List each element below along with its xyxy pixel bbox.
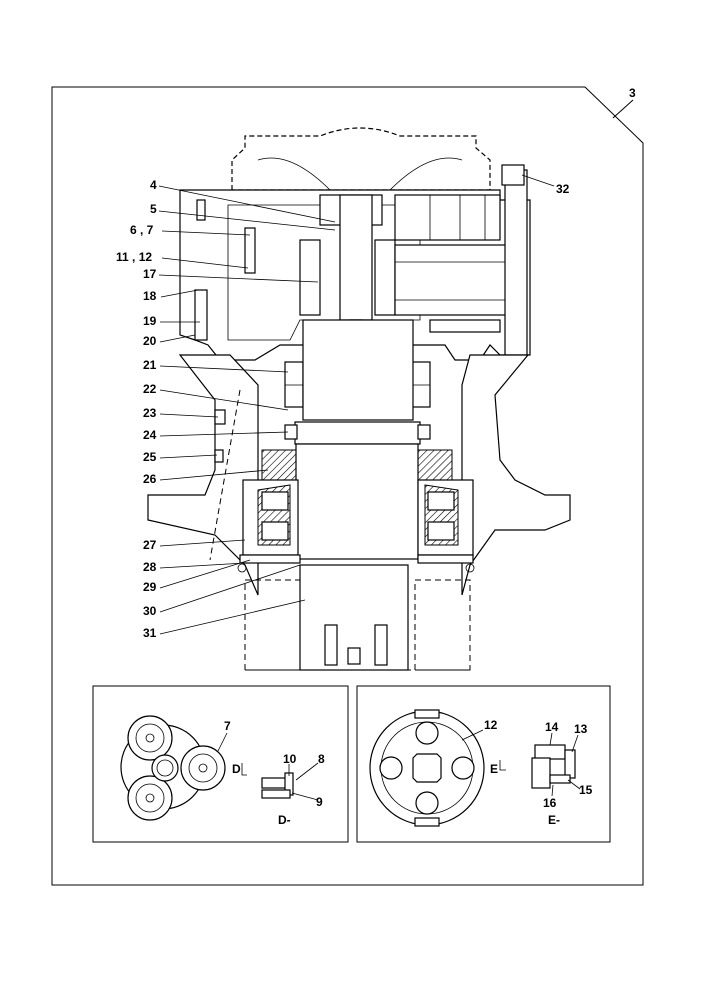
input-shaft [339,194,373,321]
main-section-view [147,127,571,671]
callout-e-13: 13 [574,722,588,736]
section-mark-e: E [490,762,498,776]
planet-3-outer [127,775,173,821]
callout-25: 25 [143,450,157,464]
callout-24: 24 [143,428,157,442]
callout-d-8: 8 [318,752,325,766]
seal-24-right [417,424,431,440]
callout-26: 26 [143,472,157,486]
plug-25 [214,449,224,463]
detail-e-panel: 12 E 14 13 15 16 E- [356,685,611,843]
callout-32: 32 [556,182,570,196]
callout-4: 4 [150,178,157,192]
callout-27: 27 [143,538,157,552]
detail-e-title: E- [548,813,560,827]
callout-d-7: 7 [224,719,231,733]
plug-32 [501,164,525,186]
callout-30: 30 [143,604,157,618]
bearing-26-right [417,449,453,481]
callout-labels: 4 5 6 , 7 11 , 12 17 18 19 20 21 22 23 2… [116,178,570,640]
bore-top [415,721,439,745]
spline-center [412,753,442,783]
callout-23: 23 [143,406,157,420]
ring-29-right [417,554,474,564]
section-mark-d: D [232,762,241,776]
roller-3 [427,491,455,511]
output-shaft-upper [302,319,414,421]
valve-body [531,757,551,789]
relief-bolt [429,319,501,333]
ring-29 [239,554,301,564]
ref-3-label: 3 [629,86,636,100]
callout-e-14: 14 [545,720,559,734]
callout-6-7: 6 , 7 [130,223,154,237]
motor-plate [504,169,528,356]
bearing-21-left [284,361,304,408]
roller-1 [261,491,289,511]
callout-29: 29 [143,580,157,594]
callout-18: 18 [143,289,157,303]
dowel-pin-1 [196,199,206,221]
callout-20: 20 [143,334,157,348]
bearing-21-right [411,361,431,408]
callout-11-12: 11 , 12 [116,250,152,264]
output-shaft-main [295,443,419,560]
bore-bottom [415,791,439,815]
callout-d-9: 10 [283,752,297,766]
output-shaft-collar [294,421,421,445]
drawing-frame [51,86,644,886]
valve-14 [534,744,566,760]
pinion-center-bolt [347,647,361,665]
pinion-lower [244,579,301,671]
callout-21: 21 [143,358,157,372]
valve-15 [549,774,571,784]
planet-gear-left [299,239,321,316]
planet-1-outer [127,715,173,761]
callout-5: 5 [150,202,157,216]
dowel-pin-2 [244,227,256,274]
pinion-bolt-1 [324,624,338,666]
pin-10 [261,789,291,799]
planet-2-outer [180,745,226,791]
main-housing-right [461,354,571,596]
dowel-pin-3 [194,289,208,341]
ref-3-leader [612,99,634,119]
o-ring-28-left [237,563,247,573]
detail-d-panel: 7 D 10 8 9 D- [92,685,349,843]
callout-leaders [158,174,555,635]
o-ring-28-right [465,563,475,573]
housing-dash-line [209,389,241,561]
planet-gear-right [374,239,396,316]
valve-13 [564,749,576,779]
callout-28: 28 [143,560,157,574]
callout-e-15: 15 [579,783,593,797]
detail-d-title: D- [278,813,291,827]
top-cover [231,127,491,191]
callout-31: 31 [143,626,157,640]
roller-2 [261,521,289,541]
bore-right [451,756,475,780]
pinion-bolt-2 [374,624,388,666]
bearing-26-left [261,449,297,481]
sun-gear-d [151,754,179,782]
callout-22: 22 [143,382,157,396]
planet-gear-2 [394,244,516,316]
callout-e-12: 12 [484,718,498,732]
callout-19: 19 [143,314,157,328]
roller-4 [427,521,455,541]
callout-d-10: 9 [316,795,323,809]
callout-17: 17 [143,267,157,281]
bore-left [379,756,403,780]
callout-e-16: 16 [543,796,557,810]
upper-gear-stack [394,194,501,241]
